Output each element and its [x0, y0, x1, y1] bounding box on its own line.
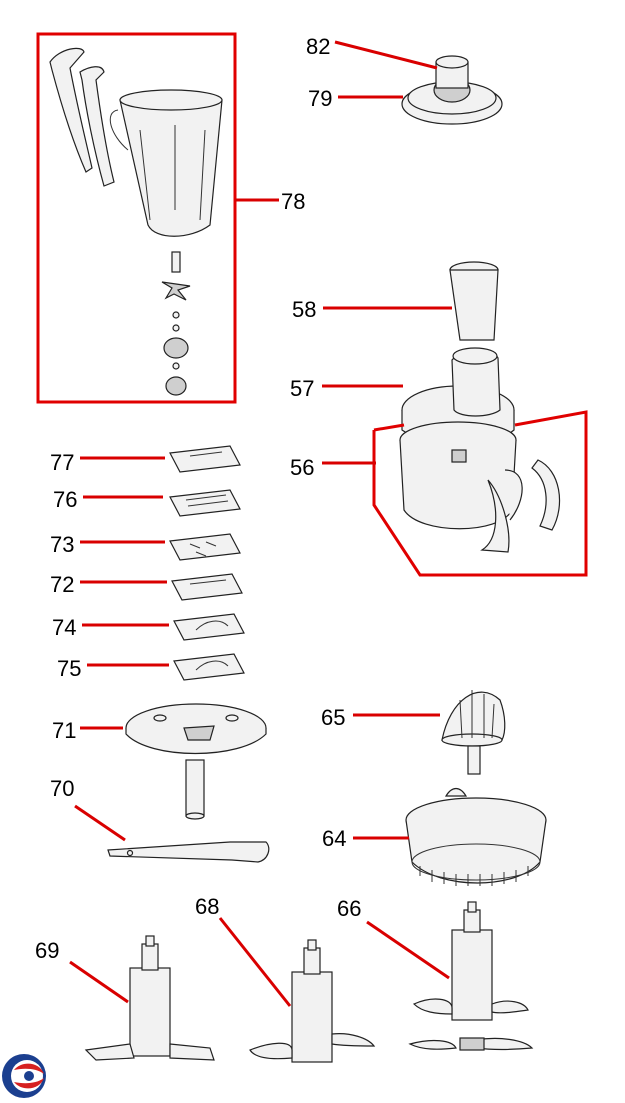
disc-holder: [125, 703, 267, 820]
leader-66: [366, 920, 450, 980]
part-number-71: 71: [52, 718, 76, 743]
brand-logo-icon: [2, 1054, 46, 1098]
leader-69: [69, 960, 129, 1004]
part-number-66: 66: [337, 896, 361, 921]
part-number-69: 69: [35, 938, 59, 963]
dough-blade: [84, 935, 215, 1061]
multi-blade: [408, 901, 534, 1051]
citrus-reamer-cone: [441, 690, 506, 775]
part-number-58: 58: [292, 297, 316, 322]
part-number-76: 76: [53, 487, 77, 512]
food-pusher: [449, 261, 499, 341]
part-number-74: 74: [52, 615, 76, 640]
part-number-75: 75: [57, 656, 81, 681]
bowl-group-frame: [372, 410, 588, 577]
leader-82: [334, 40, 438, 70]
bowl-frame-connector: [373, 423, 405, 432]
leader-68: [218, 917, 292, 1007]
part-number-77: 77: [50, 450, 74, 475]
part-number-82: 82: [306, 34, 330, 59]
disc-72: [171, 573, 243, 601]
part-number-57: 57: [290, 376, 314, 401]
blender-group-frame: [36, 32, 237, 404]
feed-cap-lid: [401, 55, 503, 125]
part-number-73: 73: [50, 532, 74, 557]
disc-77: [169, 445, 241, 473]
disc-73: [169, 533, 241, 561]
disc-74: [173, 613, 245, 641]
part-number-72: 72: [50, 572, 74, 597]
disc-75: [173, 653, 245, 681]
juicer-strainer-basket: [405, 787, 547, 886]
chopping-blade: [249, 939, 376, 1063]
part-number-78: 78: [281, 189, 305, 214]
part-number-68: 68: [195, 894, 219, 919]
blender-jar: [49, 47, 223, 396]
part-number-70: 70: [50, 776, 74, 801]
disc-76: [169, 489, 241, 517]
part-number-56: 56: [290, 455, 314, 480]
part-number-79: 79: [308, 86, 332, 111]
processor-bowl: [399, 421, 561, 553]
leader-70: [74, 804, 126, 842]
spatula: [107, 841, 270, 863]
part-number-65: 65: [321, 705, 345, 730]
part-number-64: 64: [322, 826, 346, 851]
